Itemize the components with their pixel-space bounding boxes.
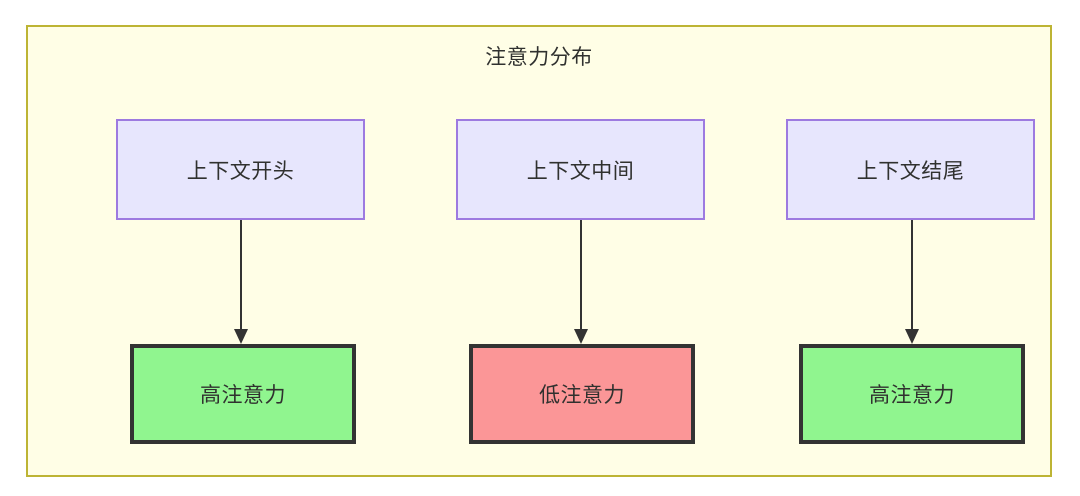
node-attention-end[interactable]: 高注意力 bbox=[799, 344, 1025, 444]
node-context-middle-label: 上下文中间 bbox=[526, 159, 635, 183]
node-context-end[interactable]: 上下文结尾 bbox=[786, 119, 1035, 220]
node-context-start-label: 上下文开头 bbox=[186, 159, 295, 183]
node-context-start[interactable]: 上下文开头 bbox=[116, 119, 365, 220]
node-attention-start[interactable]: 高注意力 bbox=[130, 344, 356, 444]
arrow-down-icon bbox=[234, 220, 248, 344]
arrow-context-end-to-attention bbox=[905, 220, 919, 345]
attention-distribution-container: 注意力分布 上下文开头 上下文中间 上下文结尾 bbox=[26, 25, 1052, 477]
node-attention-end-label: 高注意力 bbox=[869, 384, 955, 407]
node-attention-middle[interactable]: 低注意力 bbox=[469, 344, 695, 444]
node-context-end-label: 上下文结尾 bbox=[856, 159, 965, 183]
node-attention-middle-label: 低注意力 bbox=[539, 384, 625, 407]
diagram-title: 注意力分布 bbox=[485, 46, 593, 69]
node-context-middle[interactable]: 上下文中间 bbox=[456, 119, 705, 220]
node-attention-start-label: 高注意力 bbox=[200, 384, 286, 407]
arrow-context-start-to-attention bbox=[234, 220, 248, 345]
arrow-down-icon bbox=[574, 220, 588, 344]
arrow-down-icon bbox=[905, 220, 919, 344]
arrow-context-middle-to-attention bbox=[574, 220, 588, 345]
